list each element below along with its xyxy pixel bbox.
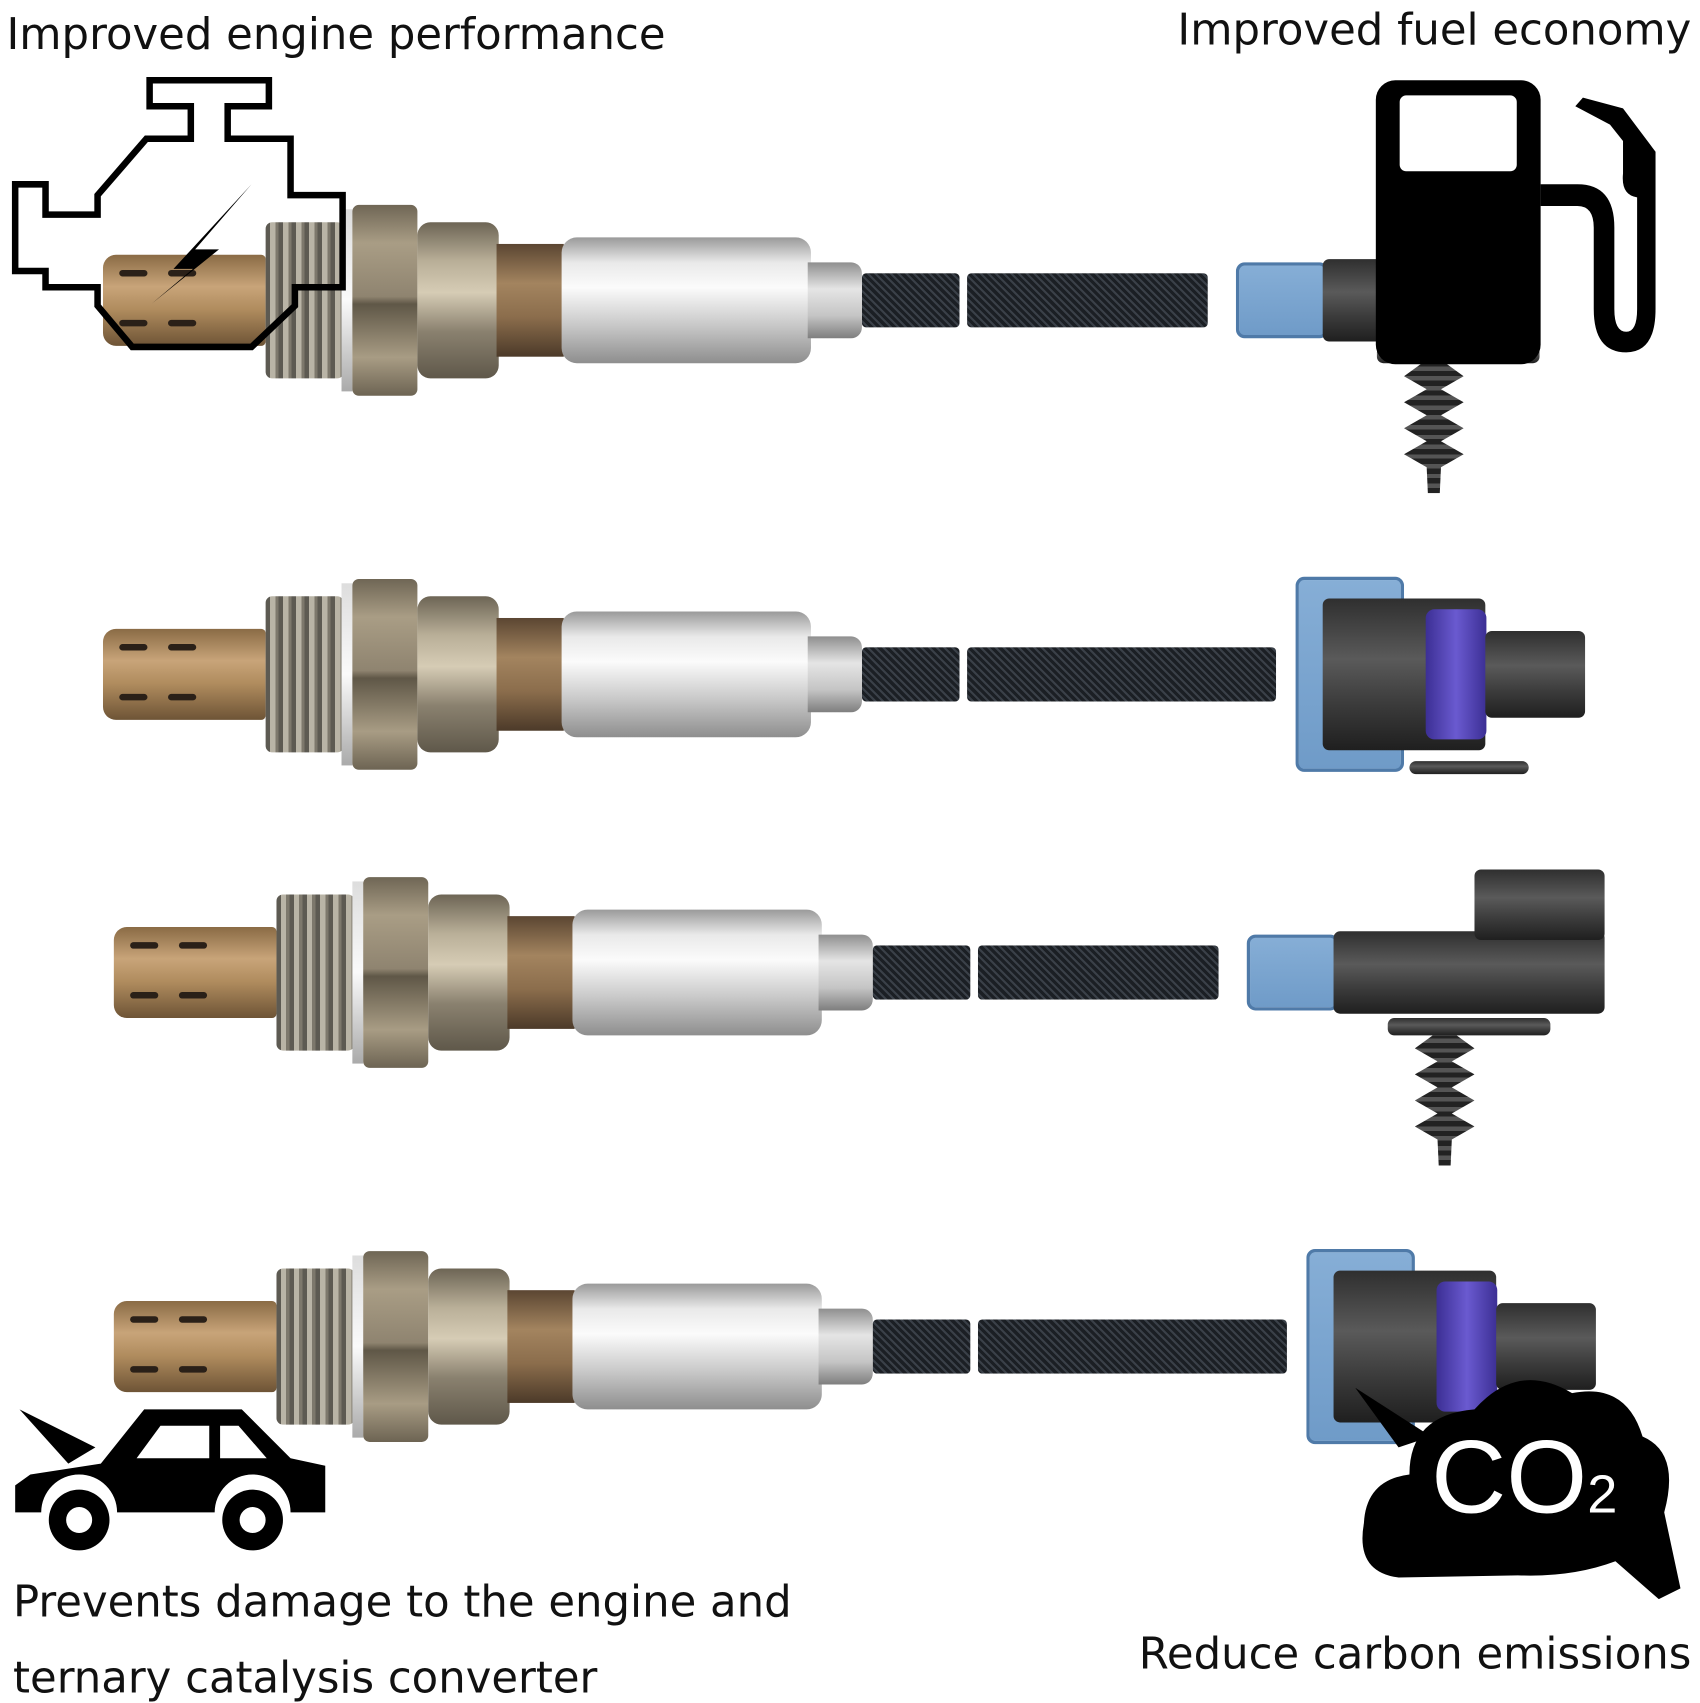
co2-label: CO <box>1431 1419 1588 1536</box>
sensor-cable <box>977 1319 1287 1374</box>
sensor-boot <box>807 262 862 339</box>
connector-latch <box>1235 262 1329 339</box>
caption-fuel-economy: Improved fuel economy <box>1177 5 1692 56</box>
vent-slot <box>119 269 148 277</box>
caption-prevents-damage-line2: ternary catalysis converter <box>13 1653 598 1703</box>
oxygen-sensor-4 <box>11 1238 1700 1455</box>
oxygen-sensor-3 <box>11 864 1700 1166</box>
caption-reduce-emissions: Reduce carbon emissions <box>1138 1629 1692 1680</box>
sensor-collar <box>428 894 510 1051</box>
caption-prevents-damage-line1: Prevents damage to the engine and <box>13 1577 792 1628</box>
sensor-cable <box>861 273 960 328</box>
sensor-cable <box>977 945 1219 1000</box>
sensor-thread <box>276 894 355 1051</box>
connector-latch <box>1246 934 1339 1011</box>
sensor-body <box>507 1290 575 1403</box>
connector-plug <box>1485 630 1586 718</box>
sensor-thread <box>265 222 344 379</box>
vent-slot <box>178 1316 208 1323</box>
sensor-cable <box>872 1319 971 1374</box>
vent-slot <box>130 1316 159 1323</box>
fuel-pump-icon <box>1375 80 1656 365</box>
vent-slot <box>119 644 148 651</box>
sensor-thread <box>276 1268 355 1425</box>
sensor-shield <box>572 909 822 1036</box>
engine-check-icon <box>11 76 346 351</box>
vent-slot <box>178 942 208 949</box>
vent-slot <box>130 942 159 949</box>
sensor-washer <box>352 881 364 1064</box>
car-hood-open-icon <box>15 1409 326 1551</box>
vent-slot <box>130 992 159 999</box>
vent-slot <box>168 644 197 651</box>
sensor-collar <box>417 596 499 753</box>
vent-slot <box>178 992 208 999</box>
sensor-washer <box>352 1255 364 1438</box>
sensor-body <box>507 916 575 1029</box>
connector-push-clip <box>1404 363 1464 494</box>
vent-slot <box>130 1366 159 1373</box>
connector-push-clip <box>1414 1035 1475 1166</box>
sensor-shield <box>561 611 811 738</box>
sensor-collar <box>428 1268 510 1425</box>
vent-slot <box>168 319 197 327</box>
sensor-boot <box>807 636 862 713</box>
sensor-tip <box>113 926 277 1019</box>
sensor-washer <box>341 209 353 392</box>
vent-slot <box>119 693 148 701</box>
co2-cloud-icon: CO2 <box>1355 1361 1691 1600</box>
sensor-cable <box>967 273 1208 328</box>
sensor-body <box>496 617 564 731</box>
sensor-tip <box>102 254 266 346</box>
vent-slot <box>119 319 148 327</box>
co2-subscript: 2 <box>1587 1463 1618 1525</box>
sensor-washer <box>341 583 353 766</box>
sensor-boot <box>818 934 873 1011</box>
sensor-thread <box>265 596 344 753</box>
sensor-hex-nut <box>363 1251 429 1442</box>
sensor-hex-nut <box>352 204 418 396</box>
sensor-collar <box>417 222 499 379</box>
connector-seal <box>1436 1281 1498 1412</box>
connector-lever <box>1409 761 1529 775</box>
connector-mount <box>1387 1018 1551 1036</box>
sensor-boot <box>818 1308 873 1385</box>
caption-engine-performance: Improved engine performance <box>6 9 666 60</box>
sensor-hex-nut <box>352 578 418 770</box>
vent-slot <box>168 693 197 701</box>
sensor-shield <box>572 1283 822 1410</box>
sensor-body <box>496 243 564 357</box>
vent-slot <box>178 1366 208 1373</box>
sensor-shield <box>561 237 811 364</box>
connector-body <box>1333 931 1605 1014</box>
sensor-hex-nut <box>363 877 429 1068</box>
sensor-cable <box>861 647 960 702</box>
oxygen-sensor-2 <box>0 566 1700 783</box>
connector-top-lock <box>1474 869 1605 940</box>
sensor-tip <box>113 1301 277 1393</box>
connector-seal <box>1425 609 1487 740</box>
vent-slot <box>168 269 197 277</box>
sensor-cable <box>872 945 971 1000</box>
sensor-tip <box>102 628 266 720</box>
sensor-cable <box>967 647 1277 702</box>
connector-plug <box>1496 1303 1596 1390</box>
